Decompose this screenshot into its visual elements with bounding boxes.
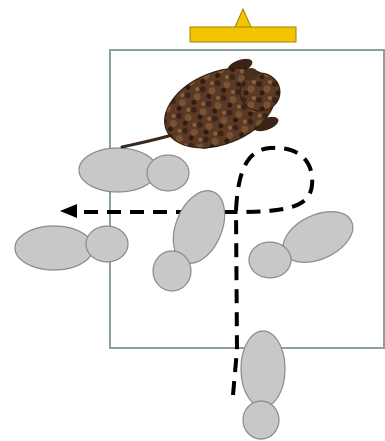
path-vertical-segment (233, 210, 237, 395)
obstacle-bottom (241, 331, 285, 439)
rat-ear (244, 68, 258, 80)
rat (122, 53, 287, 163)
obstacle-upper-left (79, 148, 189, 192)
goal-bar (190, 27, 296, 42)
rat-tail (122, 135, 172, 147)
rat-head (240, 73, 280, 111)
obstacle-right (249, 201, 361, 278)
path-arrowhead (60, 204, 77, 218)
goal-triangle (235, 9, 251, 27)
path-loop (236, 148, 312, 212)
goal-marker (190, 9, 296, 42)
obstacle-left (15, 226, 128, 270)
obstacle-center (153, 183, 235, 291)
